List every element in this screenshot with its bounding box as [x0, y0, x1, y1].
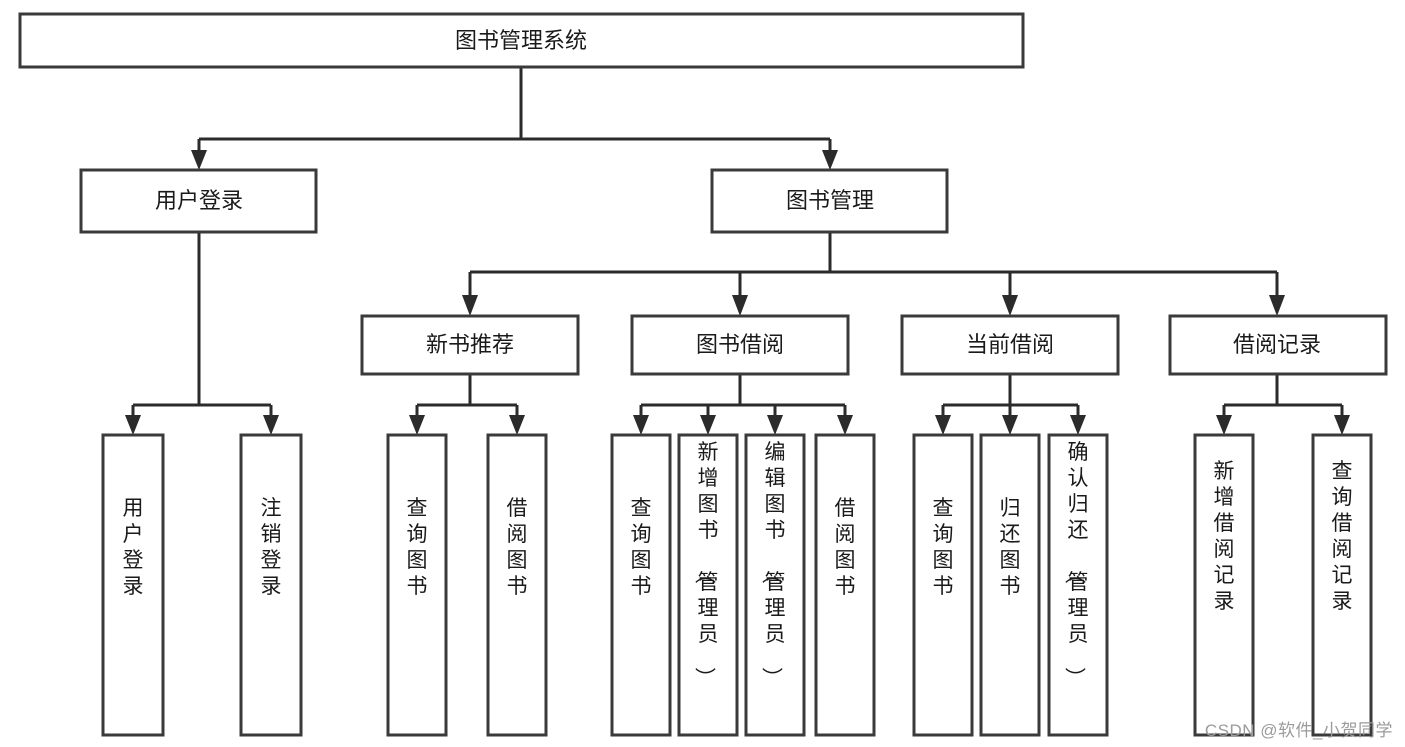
- node-leaf[interactable]: 新增图书（管理员）: [677, 433, 739, 737]
- node-label-leaf: 编辑图书（管理员）: [760, 441, 786, 688]
- node-label-leaf: 查询借阅记录: [1332, 460, 1353, 613]
- node-leaf[interactable]: 借阅图书: [486, 433, 548, 737]
- arrow-head-icon: [409, 415, 425, 435]
- node-leaf[interactable]: 归还图书: [979, 433, 1041, 737]
- node-box-borrow-record[interactable]: [1168, 314, 1388, 376]
- node-label-new-book-recommend: 新书推荐: [426, 332, 514, 357]
- node-box-leaf[interactable]: [1311, 433, 1373, 737]
- node-label-leaf: 查询图书: [631, 497, 652, 598]
- node-box-book-borrow[interactable]: [630, 314, 850, 376]
- node-box-leaf[interactable]: [744, 433, 806, 737]
- arrow-head-icon: [633, 415, 649, 435]
- node-box-new-book-recommend[interactable]: [360, 314, 580, 376]
- node-borrow-record[interactable]: 借阅记录: [1168, 314, 1388, 376]
- node-root-system[interactable]: 图书管理系统: [18, 12, 1025, 69]
- node-box-current-borrow[interactable]: [900, 314, 1120, 376]
- node-leaf[interactable]: 查询图书: [912, 433, 974, 737]
- node-box-leaf[interactable]: [101, 433, 165, 737]
- node-box-user-login[interactable]: [79, 168, 318, 234]
- node-leaf[interactable]: 确认归还（管理员）: [1047, 433, 1109, 737]
- node-leaf[interactable]: 查询借阅记录: [1311, 433, 1373, 737]
- node-label-leaf: 查询图书: [933, 497, 954, 598]
- node-box-root[interactable]: [18, 12, 1025, 69]
- node-label-leaf: 借阅图书: [835, 497, 856, 598]
- node-label-root: 图书管理系统: [455, 28, 587, 53]
- node-new-book-recommend[interactable]: 新书推荐: [360, 314, 580, 376]
- node-leaf[interactable]: 查询图书: [610, 433, 672, 737]
- node-box-leaf[interactable]: [979, 433, 1041, 737]
- node-label-leaf: 查询图书: [407, 497, 428, 598]
- arrow-head-icon: [1269, 295, 1285, 316]
- node-book-management[interactable]: 图书管理: [710, 168, 949, 234]
- node-box-leaf[interactable]: [239, 433, 303, 737]
- arrow-head-icon: [1070, 415, 1086, 435]
- arrow-head-icon: [822, 150, 838, 170]
- node-label-leaf: 注销登录: [261, 497, 282, 598]
- node-box-leaf[interactable]: [486, 433, 548, 737]
- node-label-leaf: 借阅图书: [507, 497, 528, 598]
- node-box-leaf[interactable]: [610, 433, 672, 737]
- arrow-head-icon: [263, 415, 279, 435]
- node-box-leaf[interactable]: [1047, 433, 1109, 737]
- arrow-head-icon: [767, 415, 783, 435]
- node-label-leaf: 新增图书（管理员）: [693, 441, 719, 688]
- node-label-borrow-record: 借阅记录: [1233, 332, 1321, 357]
- node-label-book-borrow: 图书借阅: [696, 332, 784, 357]
- arrow-head-icon: [837, 415, 853, 435]
- node-label-leaf: 用户登录: [123, 497, 144, 598]
- node-box-leaf[interactable]: [386, 433, 448, 737]
- node-label-leaf: 新增借阅记录: [1214, 460, 1235, 613]
- arrow-head-icon: [462, 295, 478, 316]
- node-box-leaf[interactable]: [814, 433, 876, 737]
- node-user-login[interactable]: 用户登录: [79, 168, 318, 234]
- arrow-head-icon: [191, 150, 207, 170]
- arrow-head-icon: [125, 415, 141, 435]
- node-leaf[interactable]: 新增借阅记录: [1193, 433, 1255, 737]
- node-label-book-management: 图书管理: [786, 188, 874, 213]
- arrow-head-icon: [935, 415, 951, 435]
- node-leaf[interactable]: 编辑图书（管理员）: [744, 433, 806, 737]
- arrow-head-icon: [1334, 415, 1350, 435]
- node-label-user-login: 用户登录: [155, 188, 243, 213]
- arrow-head-icon: [1002, 295, 1018, 316]
- node-box-leaf[interactable]: [912, 433, 974, 737]
- node-box-book-management[interactable]: [710, 168, 949, 234]
- node-label-current-borrow: 当前借阅: [966, 332, 1054, 357]
- node-leaf[interactable]: 查询图书: [386, 433, 448, 737]
- node-box-leaf[interactable]: [1193, 433, 1255, 737]
- node-label-leaf: 归还图书: [1000, 497, 1021, 598]
- connector-layer: [125, 67, 1350, 435]
- node-box-leaf[interactable]: [677, 433, 739, 737]
- arrow-head-icon: [509, 415, 525, 435]
- arrow-head-icon: [700, 415, 716, 435]
- arrow-head-icon: [1002, 415, 1018, 435]
- arrow-head-icon: [732, 295, 748, 316]
- node-book-borrow[interactable]: 图书借阅: [630, 314, 850, 376]
- arrow-head-icon: [1216, 415, 1232, 435]
- node-leaf[interactable]: 注销登录: [239, 433, 303, 737]
- node-label-leaf: 确认归还（管理员）: [1063, 441, 1089, 688]
- node-leaf[interactable]: 借阅图书: [814, 433, 876, 737]
- node-leaf[interactable]: 用户登录: [101, 433, 165, 737]
- node-current-borrow[interactable]: 当前借阅: [900, 314, 1120, 376]
